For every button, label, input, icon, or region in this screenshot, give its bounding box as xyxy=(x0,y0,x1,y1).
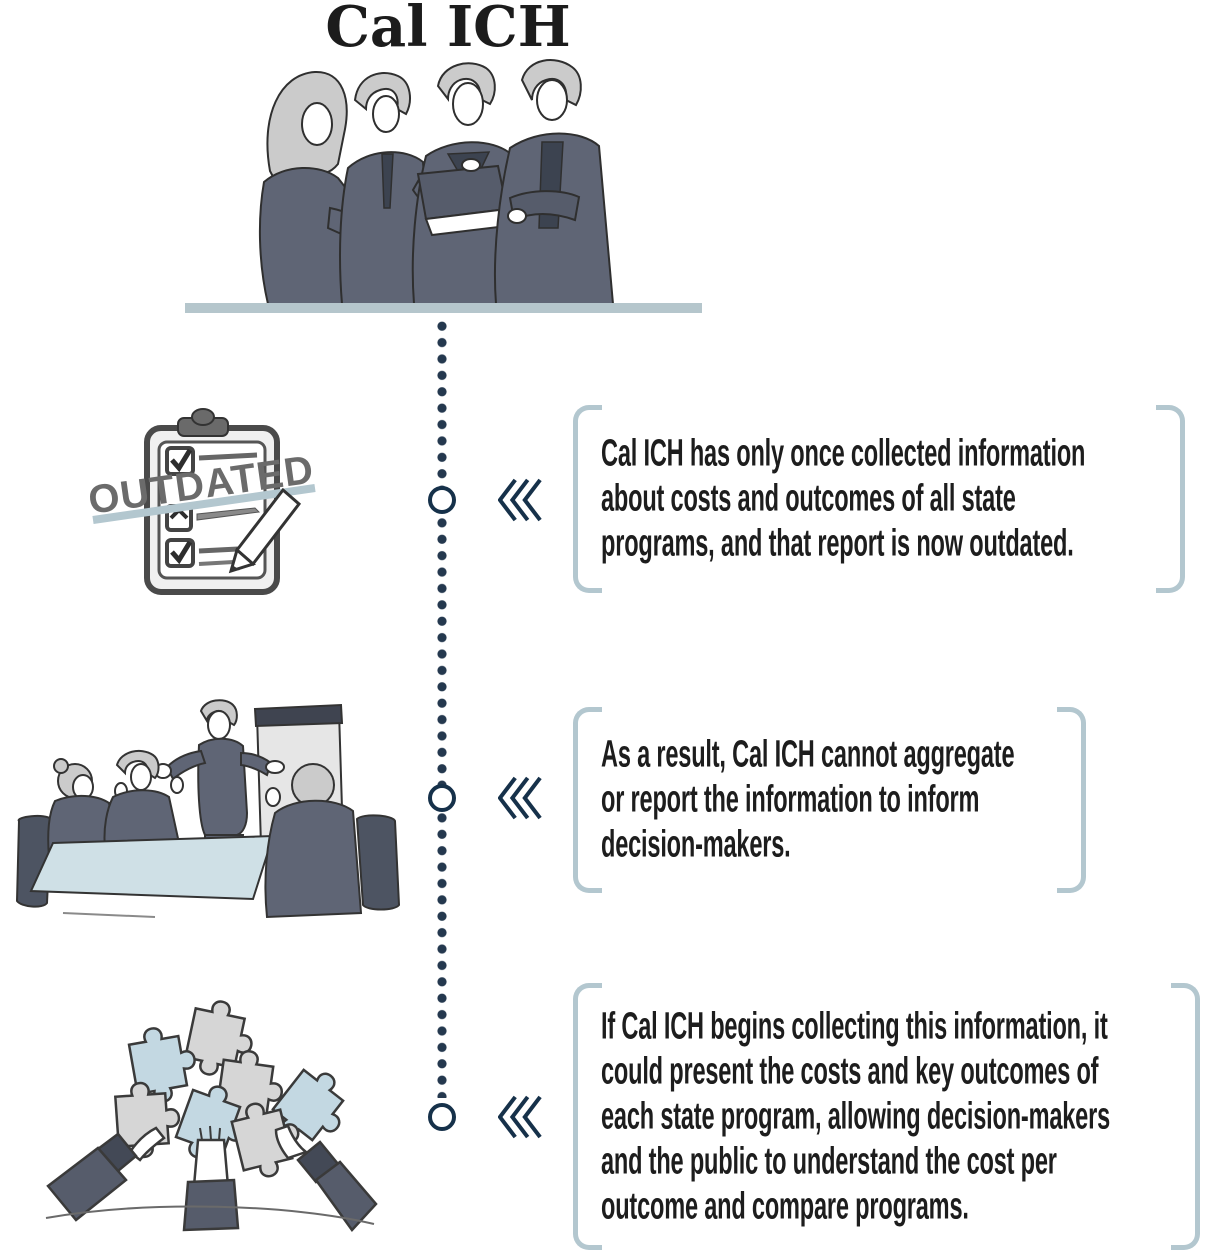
triple-chevron-left-icon xyxy=(498,1095,542,1139)
clipboard-outdated-illustration: OUTDATED xyxy=(86,408,317,595)
callout-box-outdated-report: Cal ICH has only once collected informat… xyxy=(573,405,1185,593)
ground-bar xyxy=(185,303,702,313)
callout-text: If Cal ICH begins collecting this inform… xyxy=(601,1005,1111,1227)
timeline-node xyxy=(428,784,456,812)
triple-chevron-left-icon xyxy=(498,776,542,820)
timeline-node xyxy=(428,486,456,514)
people-discussion-illustration xyxy=(258,59,615,304)
callout-box-future-collection: If Cal ICH begins collecting this inform… xyxy=(573,983,1200,1250)
callout-text: As a result, Cal ICH cannot aggregate or… xyxy=(601,733,1015,866)
timeline-node xyxy=(428,1103,456,1131)
callout-box-cannot-aggregate: As a result, Cal ICH cannot aggregate or… xyxy=(573,707,1086,893)
triple-chevron-left-icon xyxy=(498,478,542,522)
timeline-dotted-line xyxy=(437,318,447,1098)
page-title: Cal ICH xyxy=(325,0,571,60)
callout-text: Cal ICH has only once collected informat… xyxy=(601,432,1086,565)
puzzle-hands-illustration xyxy=(45,995,378,1232)
meeting-presentation-illustration xyxy=(15,699,401,919)
